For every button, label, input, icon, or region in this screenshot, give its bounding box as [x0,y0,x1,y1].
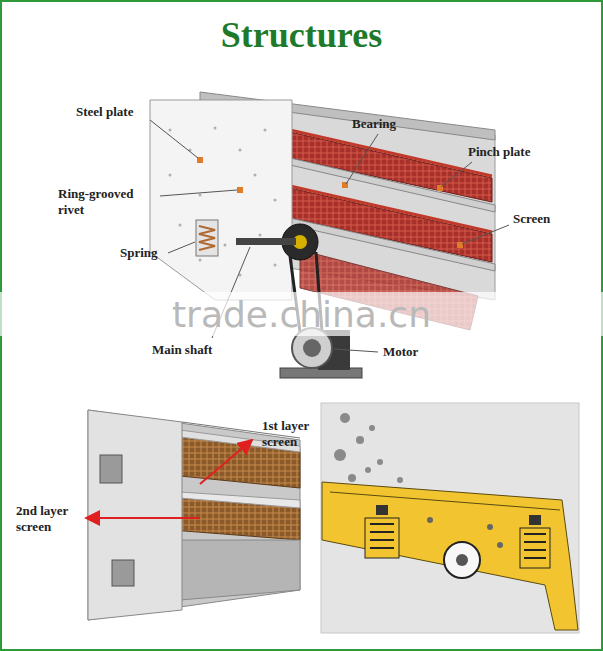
part-label: 2nd layer screen [16,503,82,536]
side-view-drawing [321,403,579,633]
part-label: Spring [120,245,158,261]
title: Structures [0,14,603,57]
part-label: Motor [383,344,418,360]
part-label: Steel plate [76,104,133,120]
part-label: Ring-grooved rivet [58,186,158,219]
part-label: Main shaft [152,342,212,358]
watermark: trade.china.cn [172,292,431,337]
part-label: Screen [513,211,550,227]
part-label: Bearing [352,116,396,132]
watermark-band [0,292,603,336]
part-label: 1st layer screen [262,418,328,451]
part-label: Pinch plate [468,144,530,160]
